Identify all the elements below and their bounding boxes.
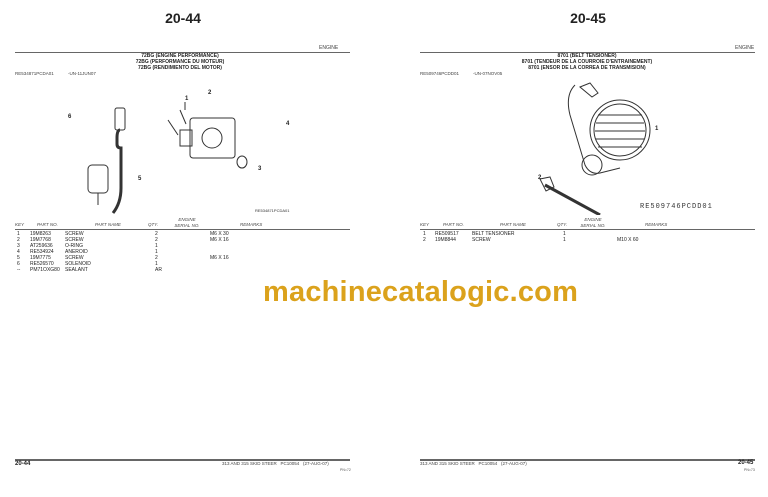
footer-page-right: 20-45 xyxy=(738,460,754,466)
title-line: 72BG (PERFORMANCE DU MOTEUR) xyxy=(135,59,225,65)
figure-label-right: RE509746PCDD01 xyxy=(640,203,713,211)
part-number: PM71OXG80 xyxy=(30,267,60,273)
footer-rule-left xyxy=(15,459,350,461)
callout-3: 3 xyxy=(258,166,262,172)
callout-5: 5 xyxy=(138,176,142,182)
figure-label-left: RE534871PCDA01 xyxy=(255,208,290,213)
footer-text-right: 313 AND 315 SKID STEER PC10054 (27-AUG-0… xyxy=(420,461,527,466)
page-number-left: 20-44 xyxy=(165,10,201,26)
title-line: 8701 (ENSOR DE LA CORREA DE TRANSMISION) xyxy=(528,65,646,71)
date-code-right: -UN-07NOV05 xyxy=(473,71,503,76)
key: 2 xyxy=(423,237,426,243)
remarks: M6 X 16 xyxy=(210,237,229,243)
part-number: 19M7775 xyxy=(30,255,51,261)
part-number: RE534924 xyxy=(30,249,54,255)
key: 2 xyxy=(17,237,20,243)
parts-illustration-right: 1 2 RE509746PCDD01 xyxy=(538,82,713,215)
page-number-right: 20-45 xyxy=(570,10,606,26)
col-qty-right: QTY. xyxy=(557,222,568,227)
key: 3 xyxy=(17,243,20,249)
col-serial-left: ENGINE SERIAL NO. xyxy=(174,217,200,228)
key: 5 xyxy=(17,255,20,261)
section-label-left: ENGINE xyxy=(319,45,339,51)
col-partname-right: PART NAME xyxy=(500,222,526,227)
footer-rule-right xyxy=(420,459,755,461)
remarks: M6 X 30 xyxy=(210,231,229,237)
part-name: SOLENOID xyxy=(65,261,91,267)
quantity: 1 xyxy=(155,243,158,249)
quantity: 2 xyxy=(155,237,158,243)
col-partno-left: PART NO. xyxy=(37,222,58,227)
footer-page-left: 20-44 xyxy=(15,461,31,467)
key: 4 xyxy=(17,249,20,255)
key: 6 xyxy=(17,261,20,267)
remarks: M6 X 16 xyxy=(210,255,229,261)
title-line: 72BG (ENGINE PERFORMANCE) xyxy=(141,53,219,59)
title-line: 72BG (RENDIMIENTO DEL MOTOR) xyxy=(138,65,222,71)
part-name: SCREW xyxy=(472,237,491,243)
part-number: AT259636 xyxy=(30,243,53,249)
header-rule-right xyxy=(420,52,755,53)
part-number: 19M8844 xyxy=(435,237,456,243)
quantity: 1 xyxy=(563,231,566,237)
part-number: 19M8263 xyxy=(30,231,51,237)
part-name: O-RING xyxy=(65,243,84,249)
col-key-right: KEY xyxy=(420,222,430,227)
callout-6: 6 xyxy=(68,114,72,120)
illustration-id-left: RE534871PCDA01 xyxy=(15,71,54,76)
part-number: RE526570 xyxy=(30,261,54,267)
quantity: 1 xyxy=(155,249,158,255)
part-number: 19M7768 xyxy=(30,237,51,243)
title-left: 72BG (ENGINE PERFORMANCE) 72BG (PERFORMA… xyxy=(80,53,280,71)
title-right: 8701 (BELT TENSIONER) 8701 (TENDEUR DE L… xyxy=(487,53,687,71)
col-key-left: KEY xyxy=(15,222,25,227)
title-line: 8701 (BELT TENSIONER) xyxy=(557,53,617,59)
part-name: SCREW xyxy=(65,231,84,237)
illustration-id-right: RE509746PCDD01 xyxy=(420,71,460,76)
col-serial-right: ENGINE SERIAL NO. xyxy=(580,217,606,228)
title-line: 8701 (TENDEUR DE LA COURROIE D'ENTRAINEM… xyxy=(521,59,653,65)
date-code-left: -UN-11JUN07 xyxy=(68,71,96,76)
part-name: SCREW xyxy=(65,237,84,243)
callout-2-right: 2 xyxy=(538,175,542,181)
quantity: 2 xyxy=(155,255,158,261)
key: -- xyxy=(17,267,21,273)
col-partno-right: PART NO. xyxy=(443,222,464,227)
key: 1 xyxy=(17,231,20,237)
callout-2: 2 xyxy=(208,90,212,96)
header-rule-left xyxy=(15,52,350,53)
part-name: SCREW xyxy=(65,255,84,261)
callout-4: 4 xyxy=(286,121,290,127)
part-number: RE509517 xyxy=(435,231,459,237)
quantity: AR xyxy=(155,267,162,273)
callout-1: 1 xyxy=(185,96,189,102)
key: 1 xyxy=(423,231,426,237)
table-rule-left xyxy=(15,229,350,230)
remarks: M10 X 60 xyxy=(617,237,639,243)
parts-illustration-left: 1 2 3 4 5 6 RE534871PCDA01 xyxy=(68,90,290,214)
col-partname-left: PART NAME xyxy=(95,222,121,227)
col-remarks-left: REMARKS xyxy=(240,222,263,227)
footer-sub-right: PN=73 xyxy=(744,468,755,472)
col-remarks-right: REMARKS xyxy=(645,222,668,227)
footer-text-left: 313 AND 315 SKID STEER PC10054 (27-AUG-0… xyxy=(222,461,329,466)
quantity: 1 xyxy=(563,237,566,243)
quantity: 2 xyxy=(155,231,158,237)
section-label-right: ENGINE xyxy=(735,45,755,51)
watermark: machinecatalogic.com xyxy=(263,276,579,308)
callout-1-right: 1 xyxy=(655,126,659,132)
part-name: SEALANT xyxy=(65,267,88,273)
part-name: BELT TENSIONER xyxy=(472,231,515,237)
quantity: 1 xyxy=(155,261,158,267)
footer-sub-left: PN=72 xyxy=(340,468,351,472)
part-name: ANEROID xyxy=(65,249,88,255)
table-rule-right xyxy=(420,229,755,230)
col-qty-left: QTY. xyxy=(148,222,159,227)
